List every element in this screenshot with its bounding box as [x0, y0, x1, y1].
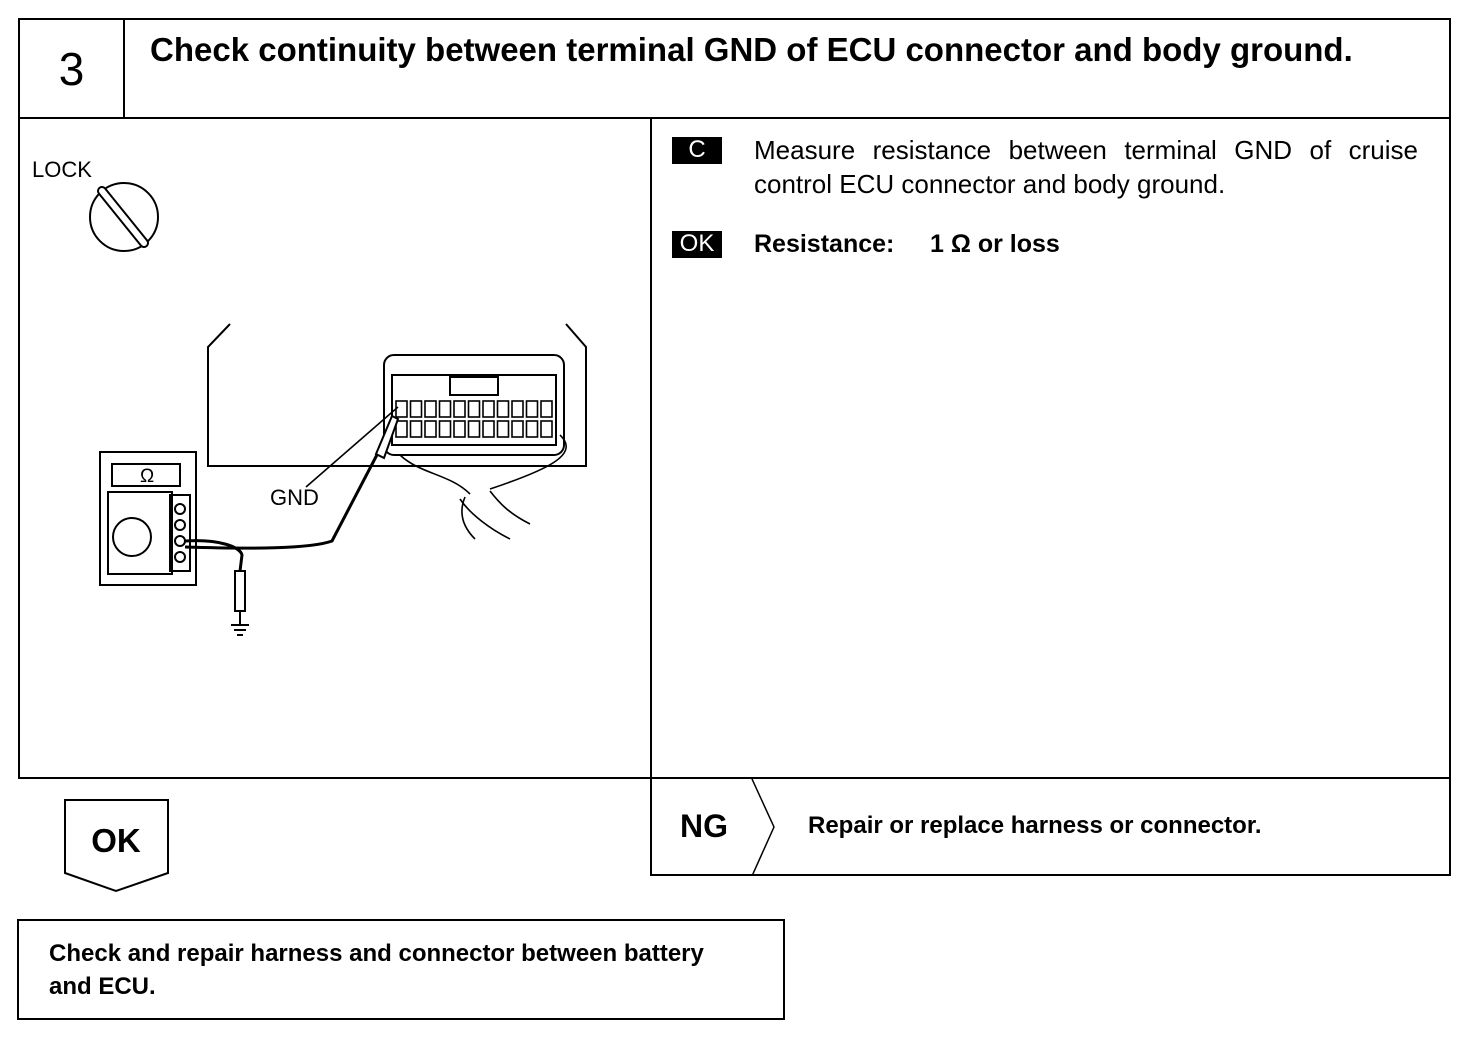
connector-pin: [540, 400, 553, 418]
connector-pin: [409, 400, 423, 418]
connector-pin: [453, 420, 466, 438]
connector-pin: [496, 400, 510, 418]
probe-icon: [374, 414, 400, 460]
step-title: Check continuity between terminal GND of…: [150, 31, 1353, 68]
ng-label: NG: [680, 808, 728, 844]
connector-pin: [424, 400, 437, 418]
connector-pin: [438, 400, 452, 418]
ecu-connector-icon: [383, 354, 565, 456]
ok-down-arrow-icon: [64, 799, 169, 893]
connector-pin: [467, 400, 481, 418]
connector-pin: [525, 420, 539, 438]
ignition-lock-icon: [89, 182, 159, 252]
ground-probe-icon: [231, 570, 249, 636]
instruction-panel: C Measure resistance between terminal GN…: [650, 117, 1451, 779]
connector-pin: [409, 420, 423, 438]
connector-pin: [395, 420, 408, 438]
spec-label: Resistance:: [754, 230, 895, 258]
c-tag: C: [672, 137, 722, 164]
connector-pin: [467, 420, 481, 438]
harness-wires: [399, 434, 567, 540]
ng-branch: NG Repair or replace harness or connecto…: [650, 777, 1451, 876]
ok-action-text: Check and repair harness and connector b…: [49, 940, 704, 1000]
spec-value: 1 Ω or loss: [930, 230, 1060, 258]
chevron-right-icon: [751, 779, 775, 876]
ok-label: OK: [91, 822, 141, 859]
ohm-symbol: Ω: [140, 466, 155, 487]
connector-pin: [496, 420, 510, 438]
gnd-label: GND: [270, 485, 319, 510]
ohmmeter-icon: [99, 451, 197, 586]
step-number: 3: [20, 20, 125, 117]
step-header: 3 Check continuity between terminal GND …: [18, 18, 1451, 119]
ok-tag: OK: [672, 231, 722, 258]
connector-pin: [511, 400, 524, 418]
ng-action-text: Repair or replace harness or connector.: [808, 812, 1262, 839]
ok-action-box: Check and repair harness and connector b…: [17, 919, 785, 1020]
connector-pin: [511, 420, 524, 438]
lock-label: LOCK: [32, 157, 92, 182]
connector-pin: [482, 420, 495, 438]
gnd-leader-line: [305, 406, 399, 488]
connector-pin: [395, 400, 408, 418]
figure-panel: LOCK GND Ω: [18, 117, 652, 779]
connector-pin: [482, 400, 495, 418]
instruction-text: Measure resistance between terminal GND …: [754, 135, 1418, 199]
wiring-diagram: [89, 182, 587, 636]
connector-pin: [453, 400, 466, 418]
ecu-housing: [207, 323, 587, 467]
test-leads: [184, 448, 382, 572]
connector-pin: [540, 420, 553, 438]
connector-pin: [525, 400, 539, 418]
connector-pin: [438, 420, 452, 438]
connector-pin: [424, 420, 437, 438]
